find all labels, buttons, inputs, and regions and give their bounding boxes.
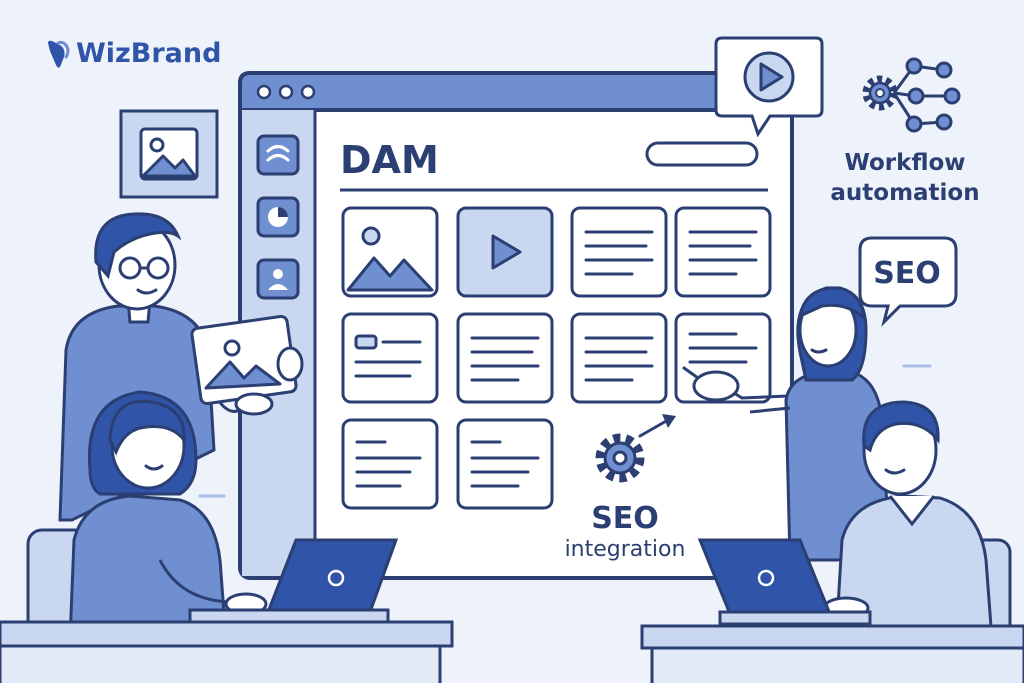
asset-tile-document[interactable] [456,418,554,510]
asset-tile-image[interactable] [341,206,439,298]
window-title: DAM [340,138,439,182]
seo-bubble-label: SEO [873,256,941,291]
person-standing-woman [682,286,892,562]
window-control-close[interactable] [256,84,272,100]
person-seated-woman [26,390,268,642]
desk-right [640,624,1024,650]
laptop-icon [697,538,872,626]
seo-integration-label: SEO integration [540,502,710,564]
network-icon [862,57,961,133]
seo-integration-line1: SEO [591,501,659,536]
window-control-minimize[interactable] [278,84,294,100]
desk-left [0,620,454,648]
video-bubble [714,36,824,138]
asset-tile-document[interactable] [456,312,554,404]
asset-tile-document[interactable] [674,206,772,298]
pie-chart-icon [268,207,288,227]
asset-tile-document[interactable] [341,312,439,404]
workflow-automation-label: Workflow automation [820,148,990,208]
asset-tile-document[interactable] [570,312,668,404]
image-icon [190,314,298,406]
person-seated-man [822,400,1012,642]
floating-image-card [119,109,219,199]
sidebar-nav [256,134,300,300]
play-icon [491,234,522,270]
brand-logo[interactable]: WizBrand [46,38,221,69]
search-bar[interactable] [645,141,759,167]
seo-integration-line2: integration [564,537,686,562]
user-icon [268,269,288,290]
asset-tile-document[interactable] [674,312,772,404]
laptop-icon [188,538,399,624]
logo-icon [48,40,70,68]
workflow-label-line1: Workflow [844,150,966,176]
brand-name: WizBrand [76,38,222,69]
asset-tile-document[interactable] [570,206,668,298]
asset-tile-document[interactable] [341,418,439,510]
play-icon [759,62,784,92]
arrow-up-right-icon [638,414,676,438]
asset-tile-video[interactable] [456,206,554,298]
gear-icon [595,433,645,483]
seo-bubble [858,236,958,327]
asset-grid [341,206,772,510]
window-control-maximize[interactable] [300,84,316,100]
image-icon [139,127,199,181]
workflow-label-line2: automation [830,180,980,206]
